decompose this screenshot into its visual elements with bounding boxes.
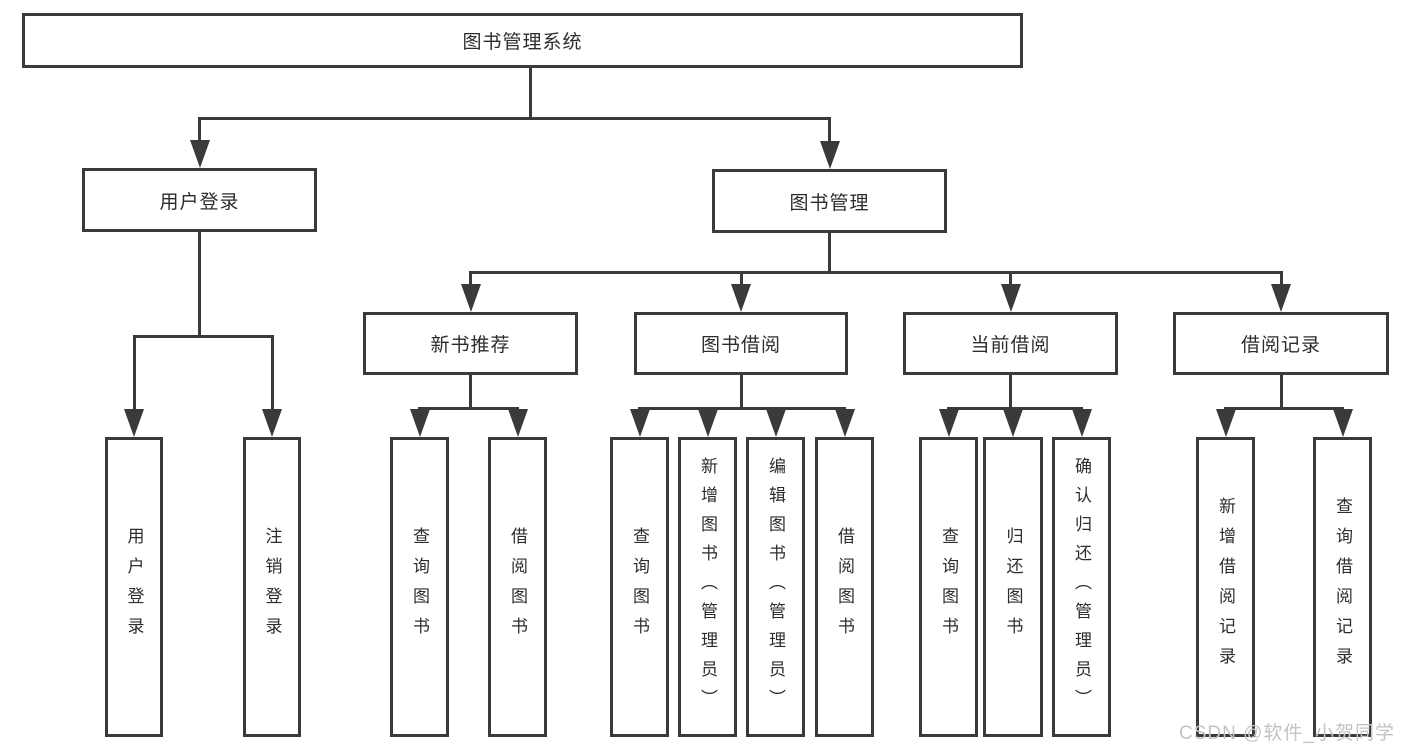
connector-bar-current-borrowing (947, 407, 1083, 410)
node-label-current-borrowing: 当前借阅 (970, 335, 1051, 356)
arrow-down-icon (1071, 409, 1092, 437)
node-label-root: 图书管理系统 (462, 32, 583, 53)
arrow-down-icon (938, 409, 959, 437)
connector-bar-book-management (469, 271, 1283, 274)
connector-drop-user-login-module (198, 232, 201, 335)
node-label-bb-borrow-books: 借阅图书 (835, 527, 854, 647)
node-br-add-record: 新增借阅记录 (1196, 437, 1255, 737)
node-label-cb-confirm-return: 确认归还（管理员） (1072, 456, 1091, 718)
connector-drop-current-borrowing (1009, 375, 1012, 407)
connector-stem-logout (270, 335, 274, 429)
node-label-bb-add-books: 新增图书（管理员） (698, 456, 717, 718)
connector-drop-new-book-recommend (469, 375, 472, 407)
node-root: 图书管理系统 (22, 13, 1023, 68)
arrow-down-icon (765, 409, 786, 437)
arrow-down-icon (1332, 409, 1353, 437)
node-logout: 注销登录 (243, 437, 301, 737)
node-label-borrowing-records: 借阅记录 (1240, 335, 1321, 356)
node-bb-edit-books: 编辑图书（管理员） (746, 437, 805, 737)
node-rec-search-books: 查询图书 (390, 437, 449, 737)
node-br-search-record: 查询借阅记录 (1313, 437, 1372, 737)
arrow-down-icon (262, 409, 282, 437)
connector-bar-user-login-module (132, 335, 274, 338)
arrow-down-icon (460, 284, 481, 312)
arrow-down-icon (731, 284, 751, 312)
node-borrowing-records: 借阅记录 (1173, 312, 1389, 375)
connector-stem-user-login-module (198, 117, 201, 160)
node-label-cb-return-books: 归还图书 (1003, 527, 1023, 647)
node-cb-confirm-return: 确认归还（管理员） (1052, 437, 1111, 737)
node-user-login: 用户登录 (105, 437, 163, 737)
arrow-down-icon (819, 141, 840, 169)
node-user-login-module: 用户登录 (82, 168, 317, 232)
node-label-book-management: 图书管理 (789, 192, 870, 214)
node-label-user-login-module: 用户登录 (159, 191, 240, 213)
node-label-bb-edit-books: 编辑图书（管理员） (766, 456, 785, 718)
connector-bar-new-book-recommend (418, 407, 519, 410)
connector-stem-book-management (828, 117, 831, 161)
node-new-book-recommend: 新书推荐 (363, 312, 578, 375)
connector-drop-root (528, 68, 532, 117)
node-label-br-search-record: 查询借阅记录 (1333, 497, 1352, 677)
node-label-rec-borrow-books: 借阅图书 (508, 527, 527, 647)
arrow-down-icon (189, 140, 210, 168)
node-label-br-add-record: 新增借阅记录 (1216, 497, 1235, 677)
node-label-cb-search-books: 查询图书 (939, 527, 958, 647)
arrow-down-icon (1215, 409, 1236, 437)
arrow-down-icon (1271, 284, 1291, 312)
connector-bar-root (198, 117, 831, 120)
node-book-management: 图书管理 (712, 169, 947, 233)
node-label-bb-search-books: 查询图书 (630, 527, 649, 647)
node-label-new-book-recommend: 新书推荐 (430, 335, 511, 356)
node-book-borrowing: 图书借阅 (634, 312, 848, 375)
arrow-down-icon (507, 409, 528, 437)
node-current-borrowing: 当前借阅 (903, 312, 1118, 375)
arrow-down-icon (124, 409, 144, 437)
node-rec-borrow-books: 借阅图书 (488, 437, 547, 737)
arrow-down-icon (1003, 409, 1023, 437)
arrow-down-icon (409, 409, 430, 437)
connector-bar-book-borrowing (638, 407, 846, 410)
node-bb-borrow-books: 借阅图书 (815, 437, 874, 737)
connector-bar-borrowing-records (1224, 407, 1344, 410)
node-label-user-login: 用户登录 (124, 527, 144, 647)
connector-stem-user-login (132, 335, 136, 429)
node-label-book-borrowing: 图书借阅 (700, 335, 781, 356)
node-label-rec-search-books: 查询图书 (410, 527, 429, 647)
node-bb-add-books: 新增图书（管理员） (678, 437, 737, 737)
node-bb-search-books: 查询图书 (610, 437, 669, 737)
connector-drop-borrowing-records (1279, 375, 1283, 407)
node-cb-search-books: 查询图书 (919, 437, 978, 737)
arrow-down-icon (697, 409, 718, 437)
connector-drop-book-management (828, 233, 831, 271)
connector-drop-book-borrowing (739, 375, 743, 407)
arrow-down-icon (1000, 284, 1021, 312)
arrow-down-icon (834, 409, 855, 437)
node-cb-return-books: 归还图书 (983, 437, 1043, 737)
arrow-down-icon (629, 409, 650, 437)
node-label-logout: 注销登录 (262, 527, 282, 647)
